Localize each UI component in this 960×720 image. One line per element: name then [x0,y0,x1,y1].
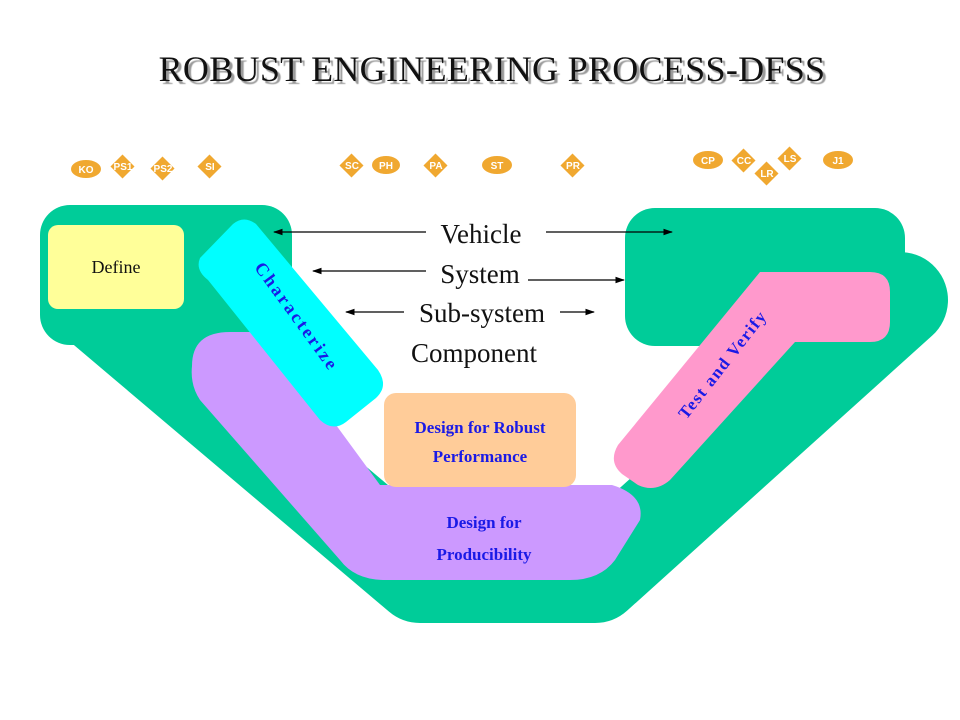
milestone-diamond [110,154,135,179]
milestone-oval [823,151,853,169]
robust-label-line2: Performance [433,447,528,466]
producibility-label-line2: Producibility [436,545,532,564]
milestone-ps1: PS1 [110,154,135,179]
milestone-j1: J1 [823,151,853,169]
phase-define [48,225,184,309]
robust-label-line1: Design for Robust [415,418,546,437]
milestone-oval [693,151,723,169]
level-vehicle: Vehicle [441,219,522,249]
milestone-label: PS1 [114,162,133,173]
level-sub-system: Sub-system [419,298,545,328]
milestone-ko: KO [71,160,101,178]
producibility-label-line1: Design for [446,513,522,532]
level-system: System [440,259,520,289]
milestone-label: SC [345,161,359,172]
milestone-label: SI [205,162,215,173]
phase-test-and-verify [613,272,890,489]
milestone-oval [372,156,400,174]
milestone-st: ST [482,156,512,174]
milestone-ls: LS [777,146,802,171]
page-title: ROBUST ENGINEERING PROCESS-DFSS [158,49,826,89]
milestone-cp: CP [693,151,723,169]
milestone-label: KO [79,165,94,176]
milestone-label: PA [429,161,442,172]
level-arrows [273,228,673,316]
milestone-label: ST [491,161,504,172]
milestone-diamond [339,153,364,178]
phase-design-for-robust-performance [384,393,576,487]
milestone-bar: KO PS1 PS2 SI SC PH PA ST [71,146,853,186]
milestone-pa: PA [423,153,448,178]
milestone-diamond [423,153,448,178]
milestone-sc: SC [339,153,364,178]
milestone-label: PR [566,161,581,172]
milestone-label: CC [737,156,751,167]
define-label: Define [92,257,141,277]
milestone-diamond [150,156,175,181]
phase-characterize [198,219,384,427]
milestone-label: J1 [832,156,844,167]
milestone-label: PH [379,161,393,172]
milestone-si: SI [197,154,222,179]
milestone-cc: CC [731,148,756,173]
milestone-label: LR [760,169,774,180]
milestone-oval [482,156,512,174]
milestone-ph: PH [372,156,400,174]
milestone-ps2: PS2 [150,156,175,181]
level-component: Component [411,338,537,368]
milestone-label: PS2 [154,164,173,175]
milestone-diamond [197,154,222,179]
milestone-lr: LR [754,161,779,186]
milestone-pr: PR [560,153,585,178]
milestone-label: CP [701,156,715,167]
milestone-oval [71,160,101,178]
milestone-label: LS [784,154,797,165]
